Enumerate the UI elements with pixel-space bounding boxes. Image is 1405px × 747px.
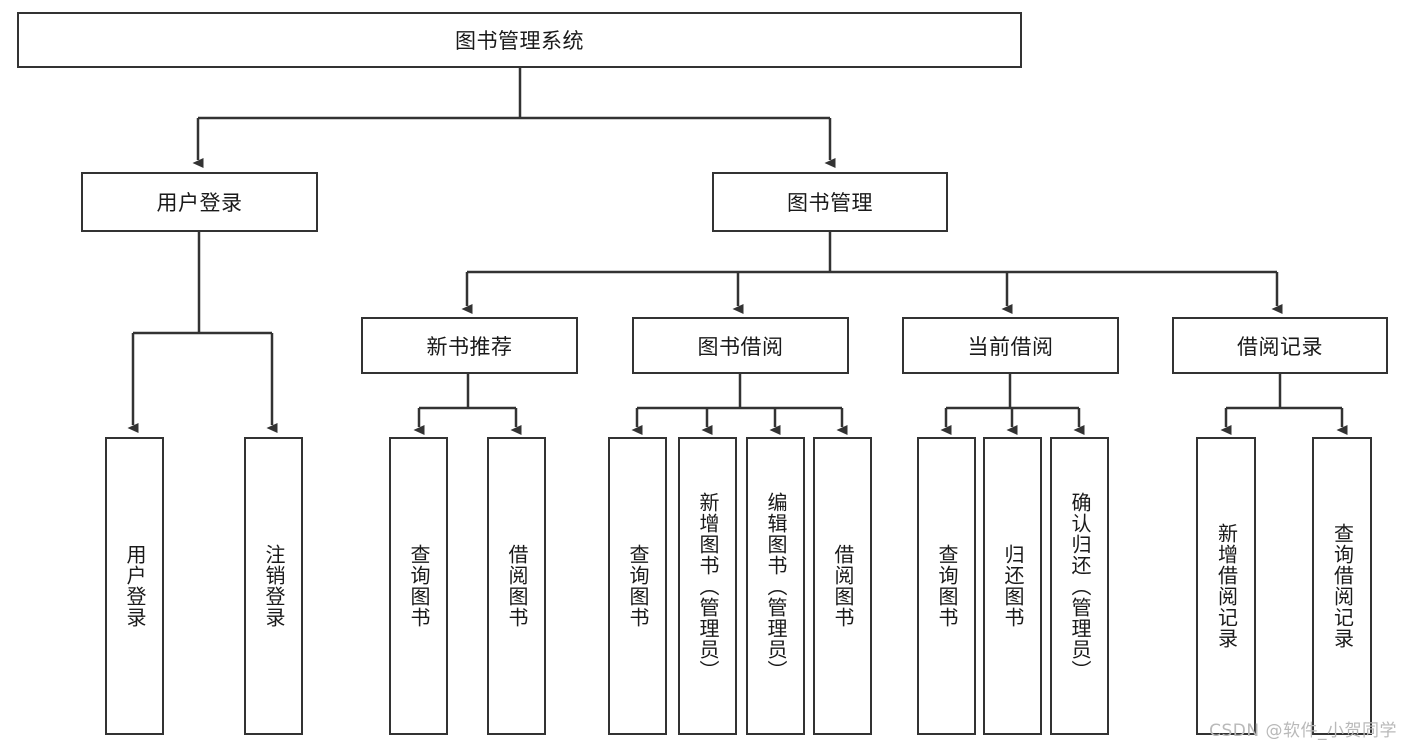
node-leaf-edit-book-label: 编辑图书（管理员） <box>764 491 788 681</box>
node-leaf-query-book-1-label: 查询图书 <box>407 544 431 628</box>
node-current-borrow-label: 当前借阅 <box>967 334 1054 359</box>
node-root[interactable]: 图书管理系统 <box>17 12 1022 68</box>
node-leaf-confirm-return[interactable]: 确认归还（管理员） <box>1050 437 1109 735</box>
node-leaf-query-record-label: 查询借阅记录 <box>1330 523 1355 649</box>
node-leaf-borrow-book-2-label: 借阅图书 <box>831 544 855 628</box>
node-leaf-return-book-label: 归还图书 <box>1001 544 1025 628</box>
node-leaf-user-logout[interactable]: 注销登录 <box>244 437 303 735</box>
node-borrow-record-label: 借阅记录 <box>1237 334 1323 359</box>
node-leaf-user-login[interactable]: 用户登录 <box>105 437 164 735</box>
node-leaf-query-book-2[interactable]: 查询图书 <box>608 437 667 735</box>
node-leaf-user-logout-label: 注销登录 <box>262 544 286 628</box>
node-leaf-borrow-book-2[interactable]: 借阅图书 <box>813 437 872 735</box>
node-current-borrow[interactable]: 当前借阅 <box>902 317 1119 374</box>
node-leaf-add-book-label: 新增图书（管理员） <box>696 491 720 681</box>
node-book-manage[interactable]: 图书管理 <box>712 172 948 232</box>
node-leaf-add-book[interactable]: 新增图书（管理员） <box>678 437 737 735</box>
node-book-borrow[interactable]: 图书借阅 <box>632 317 849 374</box>
node-leaf-query-book-2-label: 查询图书 <box>626 544 650 628</box>
node-book-borrow-label: 图书借阅 <box>697 334 784 359</box>
node-root-label: 图书管理系统 <box>455 29 584 53</box>
node-new-book-recommend[interactable]: 新书推荐 <box>361 317 578 374</box>
node-borrow-record[interactable]: 借阅记录 <box>1172 317 1388 374</box>
node-leaf-borrow-book-1-label: 借阅图书 <box>505 544 529 628</box>
node-leaf-query-book-1[interactable]: 查询图书 <box>389 437 448 735</box>
node-leaf-edit-book[interactable]: 编辑图书（管理员） <box>746 437 805 735</box>
node-leaf-query-book-3[interactable]: 查询图书 <box>917 437 976 735</box>
node-leaf-borrow-book-1[interactable]: 借阅图书 <box>487 437 546 735</box>
node-leaf-confirm-return-label: 确认归还（管理员） <box>1068 491 1092 681</box>
node-user-login-label: 用户登录 <box>156 191 243 215</box>
node-new-book-recommend-label: 新书推荐 <box>426 334 513 359</box>
node-user-login[interactable]: 用户登录 <box>81 172 318 232</box>
node-leaf-user-login-label: 用户登录 <box>123 544 147 628</box>
watermark: CSDN @软件_小贺同学 <box>1209 721 1397 741</box>
node-leaf-query-record[interactable]: 查询借阅记录 <box>1312 437 1372 735</box>
node-leaf-add-record-label: 新增借阅记录 <box>1214 523 1239 649</box>
node-book-manage-label: 图书管理 <box>787 191 873 215</box>
node-leaf-add-record[interactable]: 新增借阅记录 <box>1196 437 1256 735</box>
node-leaf-return-book[interactable]: 归还图书 <box>983 437 1042 735</box>
node-leaf-query-book-3-label: 查询图书 <box>935 544 959 628</box>
